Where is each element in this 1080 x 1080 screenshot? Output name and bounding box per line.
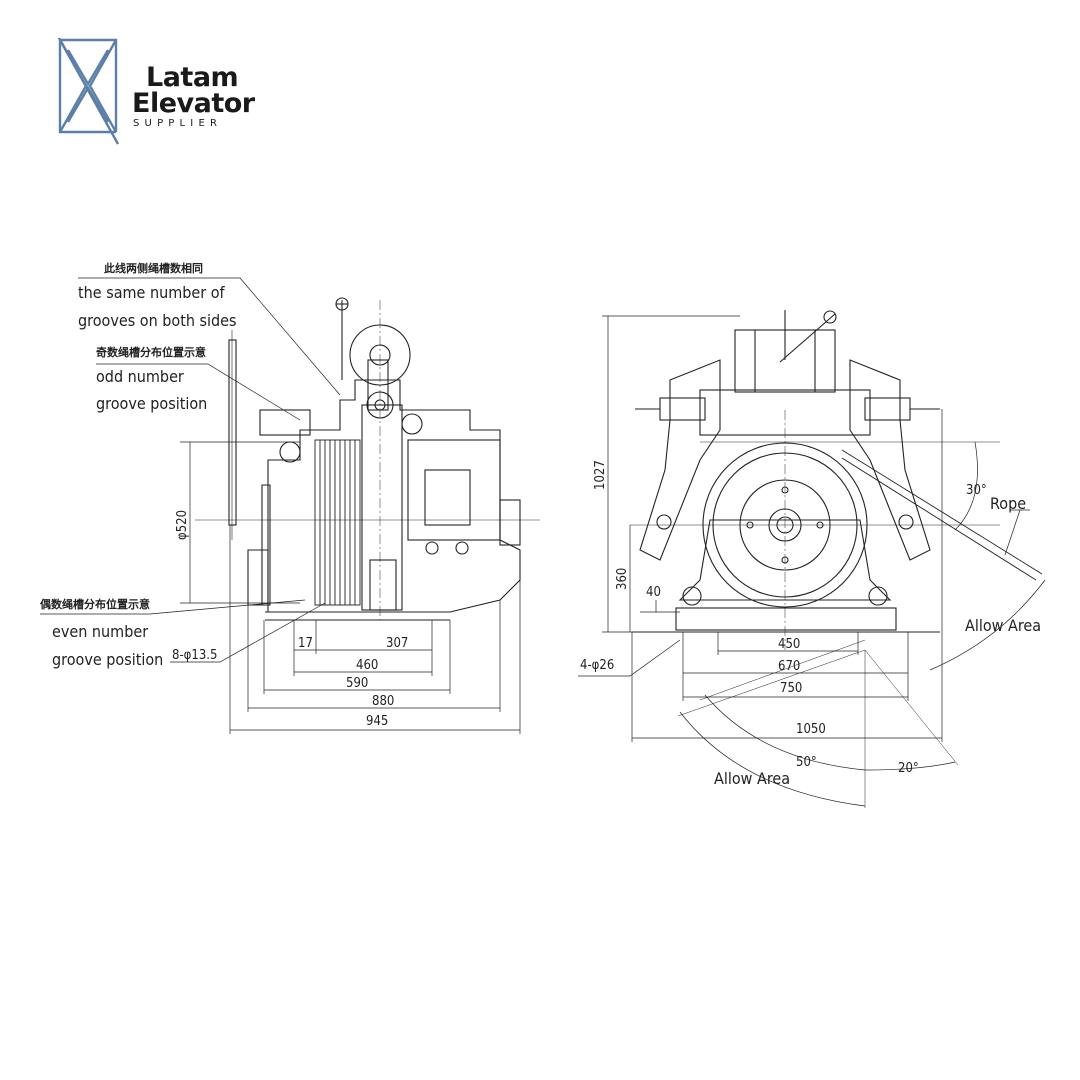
dim-holes-right: 4-φ26 xyxy=(580,658,614,673)
note-odd-cn: 奇数绳槽分布位置示意 xyxy=(96,345,206,359)
dim-460: 460 xyxy=(356,658,378,673)
allow-area-right-label: Allow Area xyxy=(965,616,1041,635)
dim-holes-left: 8-φ13.5 xyxy=(172,648,217,663)
note-same-en-2: grooves on both sides xyxy=(78,311,237,330)
note-even-en-1: even number xyxy=(52,622,148,641)
dim-880: 880 xyxy=(372,694,394,709)
allow-area-bottom-label: Allow Area xyxy=(714,769,790,788)
rope-label: Rope xyxy=(990,494,1026,513)
angle-50: 50° xyxy=(796,755,817,770)
dim-17: 17 xyxy=(298,636,313,651)
brand-name-line2: Elevator xyxy=(132,88,255,119)
angle-30: 30° xyxy=(966,483,987,498)
dim-40: 40 xyxy=(646,585,661,600)
dim-945: 945 xyxy=(366,714,388,729)
note-odd-en-1: odd number xyxy=(96,367,184,386)
dim-670: 670 xyxy=(778,659,800,674)
brand-name-line1: Latam xyxy=(146,62,239,93)
note-even-cn: 偶数绳槽分布位置示意 xyxy=(40,597,150,611)
dim-307: 307 xyxy=(386,636,408,651)
front-view xyxy=(578,310,1046,808)
dim-360: 360 xyxy=(615,568,630,590)
dim-phi520: φ520 xyxy=(175,510,190,540)
angle-20: 20° xyxy=(898,761,919,776)
note-same-cn: 此线两侧绳槽数相同 xyxy=(104,261,203,275)
dim-590: 590 xyxy=(346,676,368,691)
dim-450: 450 xyxy=(778,637,800,652)
brand-tagline: SUPPLIER xyxy=(133,118,223,129)
side-view xyxy=(40,277,540,734)
note-even-en-2: groove position xyxy=(52,650,163,669)
dim-1050: 1050 xyxy=(796,722,826,737)
dim-750: 750 xyxy=(780,681,802,696)
dim-1027: 1027 xyxy=(593,460,608,490)
logo-mark-icon xyxy=(57,38,120,145)
note-odd-en-2: groove position xyxy=(96,394,207,413)
note-same-en-1: the same number of xyxy=(78,283,226,302)
